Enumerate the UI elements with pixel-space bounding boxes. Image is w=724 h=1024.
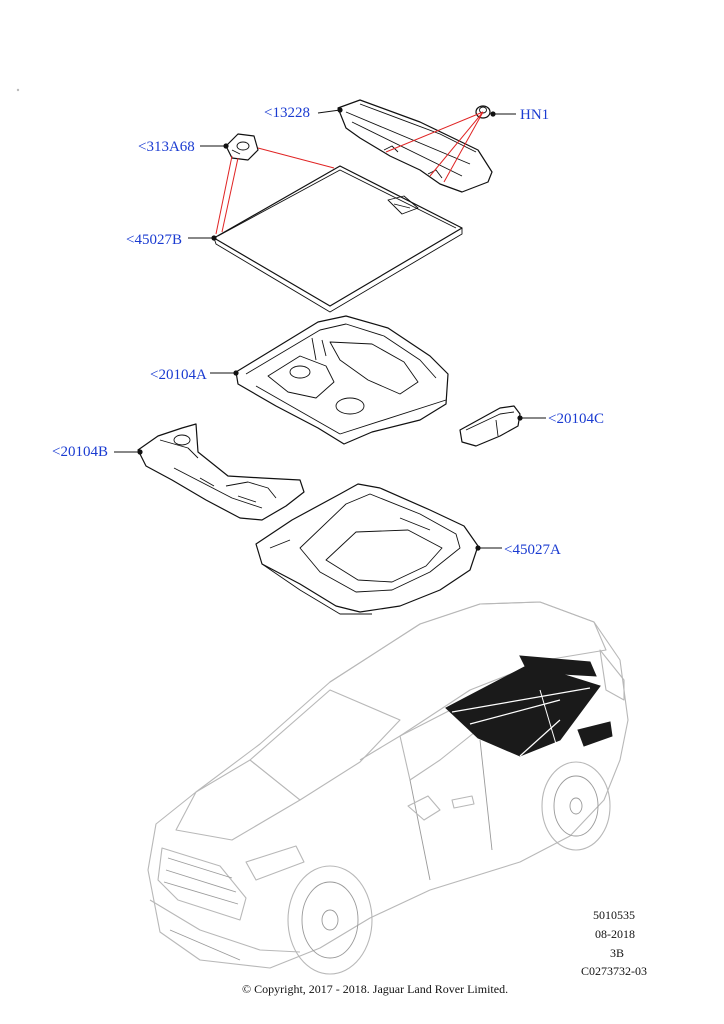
part-13228-rear-trim-panel bbox=[337, 99, 493, 193]
leader-lines bbox=[114, 107, 546, 551]
callout-20104c[interactable]: <20104C bbox=[548, 411, 604, 427]
callout-hn1[interactable]: HN1 bbox=[520, 107, 550, 123]
part-45027b-load-floor-panel bbox=[213, 165, 463, 313]
vehicle-location-view bbox=[147, 601, 629, 975]
part-number: 5010535 bbox=[593, 908, 635, 922]
registration-mark bbox=[16, 88, 20, 92]
callout-45027b[interactable]: <45027B bbox=[126, 232, 182, 248]
part-20104a-storage-tub bbox=[235, 315, 449, 445]
part-20104c-bracket bbox=[459, 405, 521, 447]
revision: 3B bbox=[609, 946, 624, 960]
part-20104b-side-tray bbox=[137, 423, 305, 521]
part-45027a-floor-carpet bbox=[255, 483, 479, 615]
callout-45027a[interactable]: <45027A bbox=[504, 542, 561, 558]
callout-313a68[interactable]: <313A68 bbox=[138, 139, 195, 155]
callout-20104b[interactable]: <20104B bbox=[52, 444, 108, 460]
part-313a68-retainer bbox=[225, 133, 259, 161]
association-lines bbox=[215, 111, 484, 235]
illustration-id: C0273732-03 bbox=[581, 964, 647, 978]
callout-20104a[interactable]: <20104A bbox=[150, 367, 207, 383]
copyright-notice: © Copyright, 2017 - 2018. Jaguar Land Ro… bbox=[242, 982, 509, 996]
issue-date: 08-2018 bbox=[595, 927, 635, 941]
callout-13228[interactable]: <13228 bbox=[264, 105, 310, 121]
